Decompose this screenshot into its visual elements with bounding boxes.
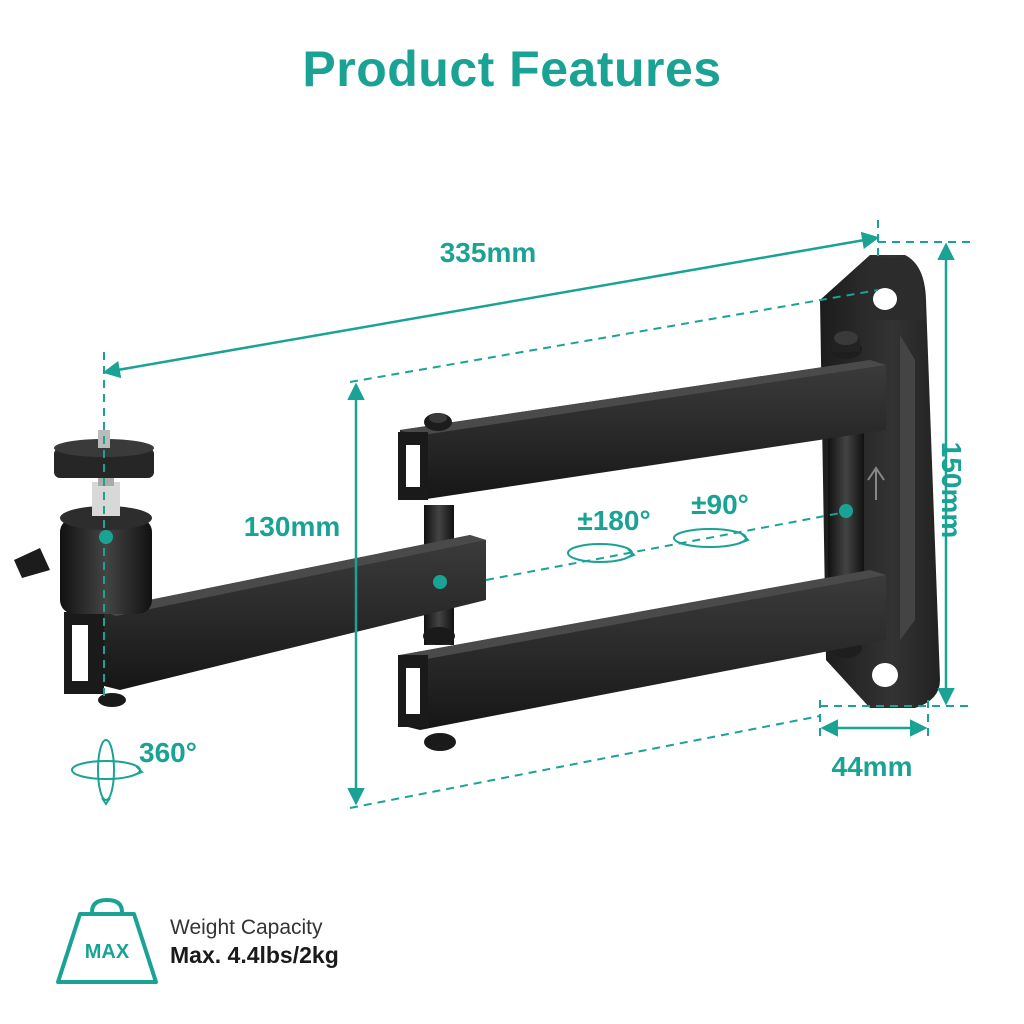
- up-arrow-icon: [867, 466, 885, 500]
- arm-height-label: 130mm: [244, 511, 341, 542]
- upper-arm: [398, 360, 886, 500]
- pivot-dots: [99, 504, 853, 589]
- middle-rotation-label: ±180°: [577, 505, 650, 536]
- page-title: Product Features: [302, 41, 722, 97]
- ball-head: [14, 430, 154, 614]
- length-arrow: [102, 231, 880, 379]
- front-arm: [64, 535, 486, 707]
- weight-capacity: MAX Weight Capacity Max. 4.4lbs/2kg: [52, 896, 412, 986]
- lower-arm: [398, 570, 886, 751]
- weight-capacity-value: Max. 4.4lbs/2kg: [170, 942, 339, 968]
- rotate-arrows-icon: [71, 528, 750, 806]
- wall-rotation-label: ±90°: [691, 489, 749, 520]
- plate-height-label: 150mm: [936, 442, 967, 539]
- dimension-arrows: [102, 231, 955, 806]
- weight-icon-badge: MAX: [85, 941, 130, 963]
- weight-capacity-label: Weight Capacity: [170, 916, 323, 939]
- head-rotation-label: 360°: [139, 737, 197, 768]
- weight-icon: MAX: [56, 897, 158, 984]
- plate-depth-label: 44mm: [832, 751, 913, 782]
- length-label: 335mm: [440, 237, 537, 268]
